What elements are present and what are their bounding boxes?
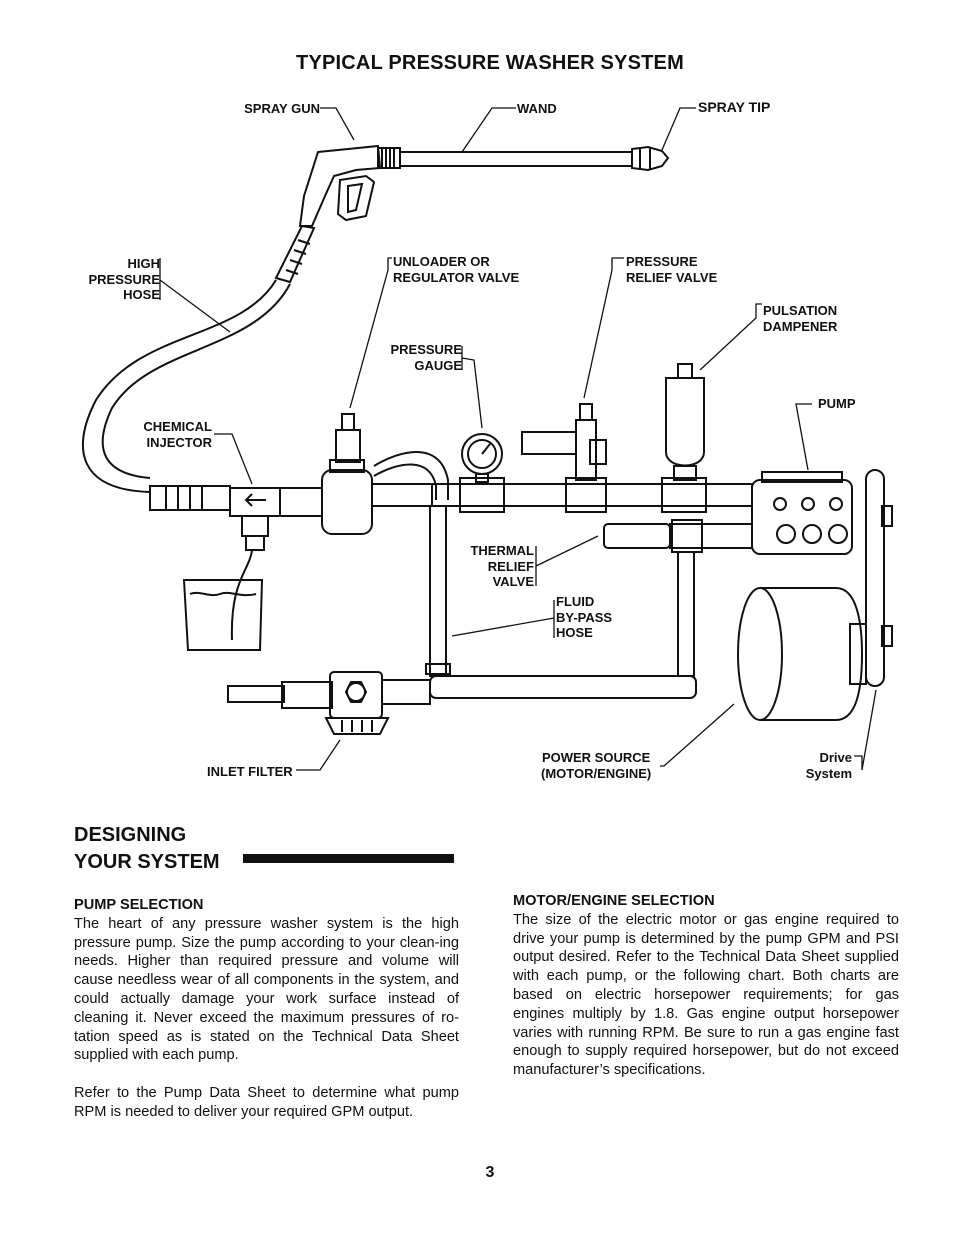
bypass-loop [373,451,449,500]
pump-drawing [751,471,853,555]
label-power-source: POWER SOURCE (MOTOR/ENGINE) [541,750,652,781]
section-heading: DESIGNING YOUR SYSTEM [74,822,220,876]
label-unloader-valve: UNLOADER OR REGULATOR VALVE [393,254,520,285]
label-high-pressure-hose: HIGH PRESSURE HOSE [88,256,160,302]
page-title: TYPICAL PRESSURE WASHER SYSTEM [296,52,684,74]
label-wand: WAND [517,101,557,116]
section-heading-line2: YOUR SYSTEM [74,851,220,873]
motor-drawing [737,587,867,721]
label-fluid-bypass-hose: FLUID BY-PASS HOSE [556,594,613,640]
main-pipe [431,477,753,513]
pressure-relief-valve-drawing [521,403,607,481]
pump-selection-paragraph-2: Refer to the Pump Data Sheet to determin… [74,1084,459,1120]
inlet-filter-drawing [227,671,431,735]
pump-selection-column: PUMP SELECTION The heart of any pressure… [74,896,459,1122]
hose-coupling-upper [274,224,316,284]
spray-gun-drawing [298,144,401,227]
pump-selection-heading: PUMP SELECTION [74,897,204,913]
label-thermal-relief-valve: THERMAL RELIEF VALVE [470,543,534,589]
label-pressure-relief-valve: PRESSURE RELIEF VALVE [626,254,718,285]
label-spray-tip: SPRAY TIP [698,99,771,115]
thermal-relief-valve-drawing [603,519,753,553]
pressure-washer-diagram [81,107,893,771]
label-pulsation-dampener: PULSATION DAMPENER [763,303,838,334]
spray-tip-drawing [631,145,670,172]
label-inlet-filter: INLET FILTER [207,764,293,779]
label-pressure-gauge: PRESSURE GAUGE [390,342,462,373]
motor-selection-heading: MOTOR/ENGINE SELECTION [513,893,715,909]
page-number: 3 [485,1164,495,1181]
label-pump: PUMP [818,396,856,411]
section-heading-line1: DESIGNING [74,824,187,846]
label-spray-gun: SPRAY GUN [244,101,320,116]
high-pressure-hose-drawing [81,279,291,493]
pulsation-dampener-drawing [665,363,705,481]
chemical-bucket [182,549,264,651]
pressure-gauge-drawing [461,433,503,483]
injector-coupling [149,485,323,551]
section-heading-rule [243,854,454,863]
wand-drawing [399,151,633,167]
drive-system-drawing [865,469,893,687]
motor-selection-column: MOTOR/ENGINE SELECTION The size of the e… [513,892,899,1080]
pump-selection-paragraph-1: The heart of any pressure washer system … [74,915,459,1064]
label-drive-system: Drive System [805,750,852,781]
label-chemical-injector: CHEMICAL INJECTOR [143,419,212,450]
motor-selection-paragraph-1: The size of the electric motor or gas en… [513,911,899,1079]
